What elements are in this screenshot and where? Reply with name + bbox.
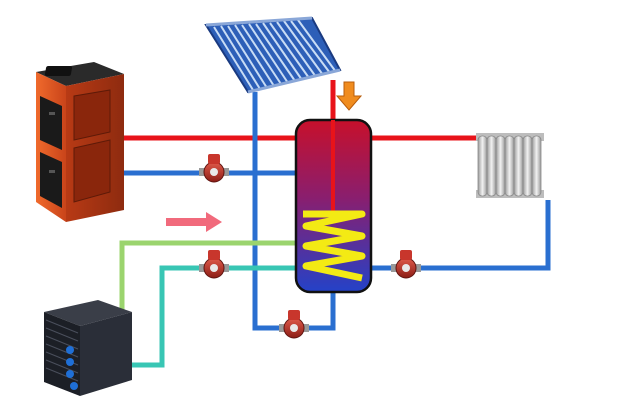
collector-tubes bbox=[213, 19, 337, 91]
radiator bbox=[476, 133, 544, 198]
arrow-down-icon bbox=[335, 81, 363, 111]
arrow-right-icon bbox=[166, 212, 222, 232]
heat-exchanger-coil bbox=[302, 210, 366, 282]
radiator-return-pipe bbox=[370, 200, 551, 271]
circulation-pump bbox=[199, 154, 229, 183]
hot-water-storage-tank bbox=[294, 118, 373, 294]
heatpump-return-pipe bbox=[128, 265, 298, 368]
solid-fuel-boiler bbox=[36, 62, 124, 222]
circulation-pump bbox=[199, 250, 229, 279]
solar-collector bbox=[204, 16, 342, 94]
circulation-pump bbox=[279, 310, 309, 339]
circulation-pump bbox=[391, 250, 421, 279]
heat-pump bbox=[44, 300, 132, 396]
heatpump-supply-pipe bbox=[119, 240, 298, 310]
